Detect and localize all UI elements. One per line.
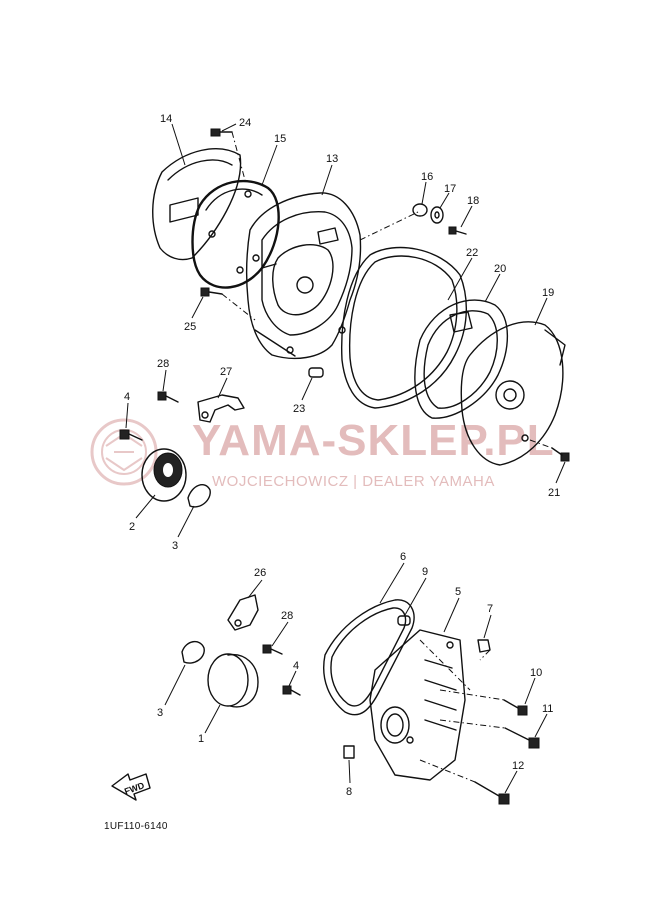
diagram-code: 1UF110-6140 — [104, 821, 168, 832]
callout-27: 27 — [220, 366, 232, 378]
callout-9: 9 — [422, 566, 428, 578]
part-5-lower-cover — [369, 629, 466, 781]
part-3-gasket-upper — [187, 484, 211, 508]
callout-25: 25 — [184, 321, 196, 333]
part-16-nut — [412, 203, 428, 217]
callout-1: 1 — [198, 733, 204, 745]
part-17-washer — [430, 206, 444, 224]
part-25-bolt — [200, 287, 223, 297]
watermark: YAMA-SKLEP.PL WOJCIECHOWICZ | DEALER YAM… — [90, 416, 555, 490]
callout-23: 23 — [293, 403, 305, 415]
callout-28-lower: 28 — [281, 610, 293, 622]
callout-19: 19 — [542, 287, 554, 299]
callout-3-lower: 3 — [157, 707, 163, 719]
part-21-bolt — [551, 447, 570, 462]
part-27-bracket — [197, 394, 245, 423]
watermark-subtitle: WOJCIECHOWICZ | DEALER YAMAHA — [212, 473, 495, 490]
callout-14: 14 — [160, 113, 172, 125]
callout-17: 17 — [444, 183, 456, 195]
part-26-bracket — [227, 594, 259, 631]
callout-22: 22 — [466, 247, 478, 259]
callout-26: 26 — [254, 567, 266, 579]
callout-7: 7 — [487, 603, 493, 615]
part-28-bolt-upper — [157, 391, 179, 403]
part-9-dowel-pin — [397, 615, 411, 626]
part-14-cover-plate — [152, 148, 242, 261]
fwd-arrow-icon: FWD — [111, 773, 151, 801]
callout-16: 16 — [421, 171, 433, 183]
callout-5: 5 — [455, 586, 461, 598]
watermark-title: YAMA-SKLEP.PL — [192, 416, 555, 465]
part-10-bolt — [503, 699, 528, 716]
part-7-nut — [477, 639, 491, 653]
callout-18: 18 — [467, 195, 479, 207]
part-6-gasket — [323, 599, 415, 716]
callout-12: 12 — [512, 760, 524, 772]
part-12-bolt — [474, 781, 510, 805]
callout-28-upper: 28 — [157, 358, 169, 370]
part-3-gasket-lower — [181, 641, 205, 664]
part-13-crankcase-cover — [245, 192, 362, 360]
callout-6: 6 — [400, 551, 406, 563]
part-19-side-cover — [460, 321, 566, 466]
part-23-dowel-pin — [308, 367, 324, 378]
callout-11: 11 — [542, 703, 553, 715]
callout-8: 8 — [346, 786, 352, 798]
part-28-bolt-lower — [262, 644, 283, 655]
callout-4-upper: 4 — [124, 391, 130, 403]
callout-15: 15 — [274, 133, 286, 145]
part-20-gasket — [414, 299, 509, 419]
leader-lines — [125, 123, 566, 794]
callout-13: 13 — [326, 153, 338, 165]
callout-4-lower: 4 — [293, 660, 299, 672]
assembly-lines — [221, 131, 553, 783]
callout-21: 21 — [548, 487, 560, 499]
part-18-bolt — [448, 226, 467, 235]
part-22-cover-gasket — [341, 246, 468, 409]
part-1-cover — [207, 653, 259, 708]
part-24-bolt — [210, 128, 233, 137]
part-4-bolt-lower — [282, 685, 301, 696]
callout-20: 20 — [494, 263, 506, 275]
callout-3-upper: 3 — [172, 540, 178, 552]
part-2-cover — [141, 448, 187, 502]
part-8-washer — [343, 745, 355, 759]
callout-labels: 14 24 15 13 16 17 18 22 20 19 25 23 21 2… — [124, 113, 560, 798]
part-4-bolt-upper — [119, 429, 143, 441]
callout-24: 24 — [239, 117, 251, 129]
callout-10: 10 — [530, 667, 542, 679]
part-11-bolt — [504, 727, 540, 749]
callout-2: 2 — [129, 521, 135, 533]
